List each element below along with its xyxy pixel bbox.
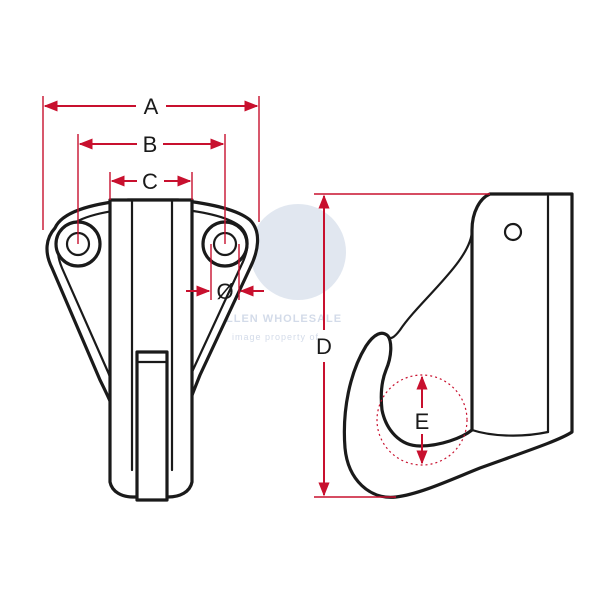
dim-e-label: E <box>415 409 430 434</box>
hook-side-outline <box>342 192 574 499</box>
hook-front-tongue <box>135 350 169 502</box>
front-dimensions: A B C Ø <box>42 94 264 304</box>
side-body-curve <box>386 228 474 340</box>
watermark-note: image property of <box>232 332 319 342</box>
dim-diameter-label: Ø <box>216 279 233 304</box>
dim-b-label: B <box>143 132 158 157</box>
watermark-logo <box>250 204 346 300</box>
side-view <box>342 192 574 499</box>
side-lip <box>470 428 550 437</box>
dim-d-label: D <box>316 334 332 359</box>
pivot-hole <box>503 222 523 242</box>
dim-a-label: A <box>144 94 159 119</box>
front-view <box>45 198 260 502</box>
side-dimensions: D E <box>314 193 490 498</box>
dim-e-circle <box>376 374 468 466</box>
dim-c-label: C <box>142 169 158 194</box>
